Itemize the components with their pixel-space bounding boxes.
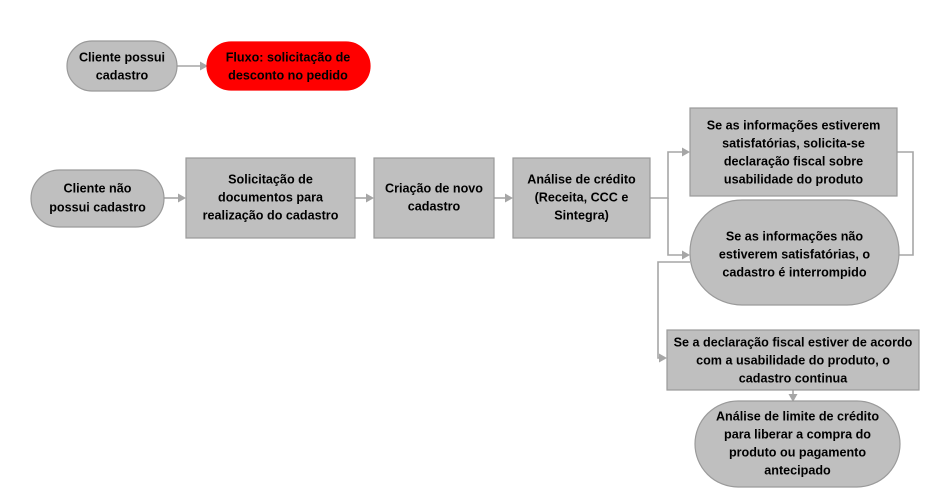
- node-label-declaracao-de-acordo-line1: Se a declaração fiscal estiver de acordo: [674, 335, 913, 349]
- node-label-informacoes-nao-satisfatorias-line1: Se as informações não: [726, 229, 863, 243]
- node-shape-solicitacao-documentos: [185, 157, 356, 239]
- node-label-informacoes-satisfatorias-line1: Se as informações estiverem: [707, 118, 881, 132]
- connector-layer: [164, 61, 914, 402]
- connector-criacao-to-analise: [494, 193, 513, 203]
- node-cliente-possui-cadastro[interactable]: Cliente possui cadastro: [66, 40, 178, 92]
- node-label-cliente-possui-cadastro-line2: cadastro: [96, 68, 149, 82]
- node-label-fluxo-solicitacao-desconto-line2: desconto no pedido: [228, 68, 348, 82]
- node-label-informacoes-nao-satisfatorias-line2: estiverem satisfatórias, o: [719, 247, 871, 261]
- node-label-fluxo-solicitacao-desconto-line1: Fluxo: solicitação de: [226, 50, 351, 64]
- node-fluxo-solicitacao-desconto[interactable]: Fluxo: solicitação de desconto no pedido: [206, 41, 371, 91]
- node-label-declaracao-de-acordo-line3: cadastro continua: [739, 371, 848, 385]
- node-label-analise-limite-credito-line3: produto ou pagamento: [729, 445, 866, 459]
- node-analise-limite-credito[interactable]: Análise de limite de crédito para libera…: [694, 400, 901, 488]
- connector-satisfatorias-to-nao-satisfatorias: [897, 151, 914, 256]
- node-shape-cliente-nao-possui-cadastro: [30, 169, 165, 228]
- node-cliente-nao-possui-cadastro[interactable]: Cliente não possui cadastro: [30, 169, 165, 228]
- node-label-analise-de-credito-line1: Análise de crédito: [527, 172, 636, 186]
- node-label-analise-de-credito-line2: (Receita, CCC e: [535, 190, 629, 204]
- node-label-solicitacao-documentos-line2: documentos para: [218, 190, 324, 204]
- node-shape-analise-de-credito: [512, 157, 651, 239]
- node-label-analise-de-credito-line3: Sintegra): [554, 208, 609, 222]
- node-label-solicitacao-documentos-line3: realização do cadastro: [203, 208, 339, 222]
- node-layer: Cliente possui cadastro Fluxo: solicitaç…: [30, 40, 920, 488]
- node-label-informacoes-satisfatorias-line2: satisfatórias, solicita-se: [722, 136, 865, 150]
- node-label-informacoes-satisfatorias-line4: usabilidade do produto: [724, 172, 864, 186]
- node-label-cliente-possui-cadastro-line1: Cliente possui: [79, 50, 165, 64]
- node-informacoes-satisfatorias[interactable]: Se as informações estiverem satisfatória…: [689, 107, 898, 197]
- connector-cliente-possui-to-fluxo: [177, 61, 208, 71]
- node-label-criacao-novo-cadastro-line1: Criação de novo: [385, 181, 483, 195]
- node-label-criacao-novo-cadastro-line2: cadastro: [408, 199, 461, 213]
- connector-cliente-nao-to-solicitacao: [164, 193, 186, 203]
- node-label-solicitacao-documentos-line1: Solicitação de: [228, 172, 313, 186]
- node-shape-informacoes-nao-satisfatorias: [689, 199, 900, 306]
- node-shape-fluxo-solicitacao-desconto: [206, 41, 371, 91]
- node-solicitacao-documentos[interactable]: Solicitação de documentos para realizaçã…: [185, 157, 356, 239]
- node-label-declaracao-de-acordo-line2: com a usabilidade do produto, o: [696, 353, 890, 367]
- node-informacoes-nao-satisfatorias[interactable]: Se as informações não estiverem satisfat…: [689, 199, 900, 306]
- node-label-informacoes-satisfatorias-line3: declaração fiscal sobre: [724, 154, 863, 168]
- node-label-analise-limite-credito-line1: Análise de limite de crédito: [716, 409, 879, 423]
- connector-nao-satisfatorias-to-declaracao: [657, 261, 690, 363]
- node-label-cliente-nao-possui-cadastro-line1: Cliente não: [64, 181, 132, 195]
- node-label-cliente-nao-possui-cadastro-line2: possui cadastro: [49, 200, 146, 214]
- connector-analise-to-satisfatorias: [650, 147, 690, 199]
- node-shape-informacoes-satisfatorias: [689, 107, 898, 197]
- connector-analise-to-nao-satisfatorias: [667, 198, 690, 260]
- node-shape-criacao-novo-cadastro: [373, 157, 495, 239]
- node-shape-declaracao-de-acordo: [666, 329, 920, 391]
- connector-solicitacao-to-criacao: [355, 193, 374, 203]
- node-criacao-novo-cadastro[interactable]: Criação de novo cadastro: [373, 157, 495, 239]
- node-declaracao-de-acordo[interactable]: Se a declaração fiscal estiver de acordo…: [666, 329, 920, 391]
- node-label-informacoes-nao-satisfatorias-line3: cadastro é interrompido: [722, 265, 866, 279]
- node-label-analise-limite-credito-line2: para liberar a compra do: [724, 427, 871, 441]
- node-analise-de-credito[interactable]: Análise de crédito (Receita, CCC e Sinte…: [512, 157, 651, 239]
- node-shape-analise-limite-credito: [694, 400, 901, 488]
- node-label-analise-limite-credito-line4: antecipado: [764, 463, 831, 477]
- node-shape-cliente-possui-cadastro: [66, 40, 178, 92]
- connector-declaracao-to-analise-limite: [788, 390, 798, 402]
